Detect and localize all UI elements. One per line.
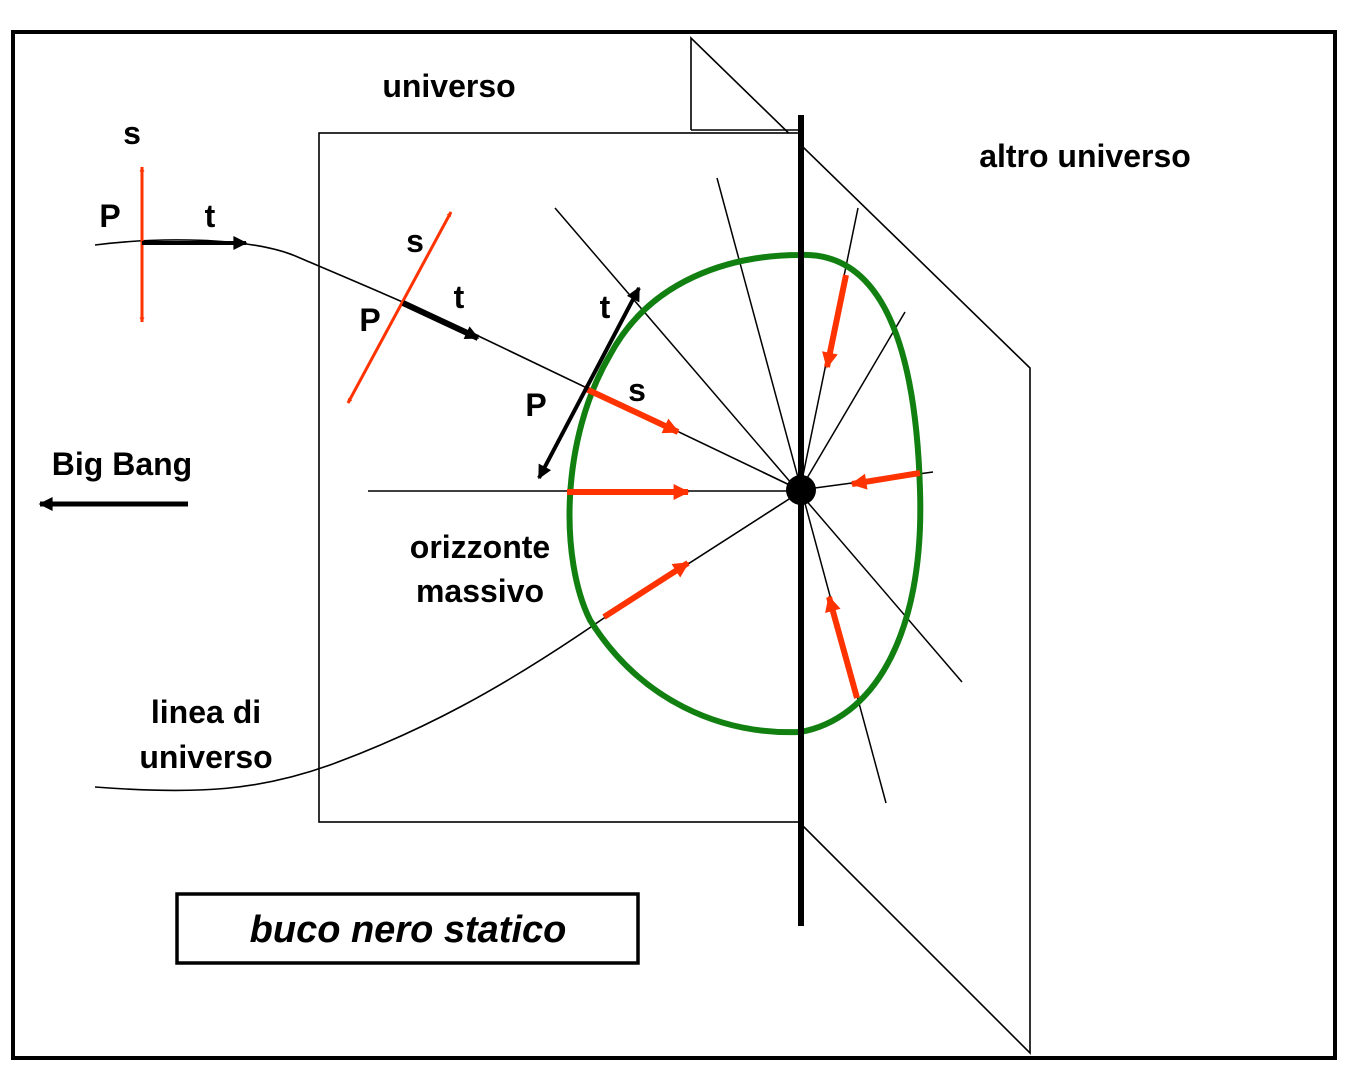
massive-horizon-label-2: massivo [416, 573, 544, 609]
marker-t2: t [454, 279, 465, 315]
t-vector-3 [537, 286, 641, 480]
marker-t1: t [205, 198, 216, 234]
world-line-lower [94, 491, 801, 792]
marker-t3: t [600, 289, 611, 325]
marker-s3: s [628, 372, 646, 408]
marker-s2: s [406, 223, 424, 259]
marker-s1: s [123, 115, 141, 151]
world-line-label-2: universo [139, 739, 272, 775]
outer-frame [11, 30, 1337, 1060]
other-universe-label: altro universo [979, 138, 1191, 174]
other-universe-plane [690, 36, 1031, 1055]
singularity-dot [786, 475, 816, 505]
marker-P3: P [525, 387, 546, 423]
universe-plane [318, 132, 801, 823]
world-line-label-1: linea di [151, 694, 261, 730]
universe-label: universo [382, 68, 515, 104]
s-vector-2 [346, 211, 453, 404]
diagram-title: buco nero statico [250, 909, 567, 951]
massive-horizon-label-1: orizzonte [410, 529, 550, 565]
title-box [175, 892, 640, 965]
marker-P2: P [359, 302, 380, 338]
big-bang-label: Big Bang [52, 446, 192, 482]
t-vector-2 [401, 300, 480, 341]
marker-P1: P [99, 198, 120, 234]
